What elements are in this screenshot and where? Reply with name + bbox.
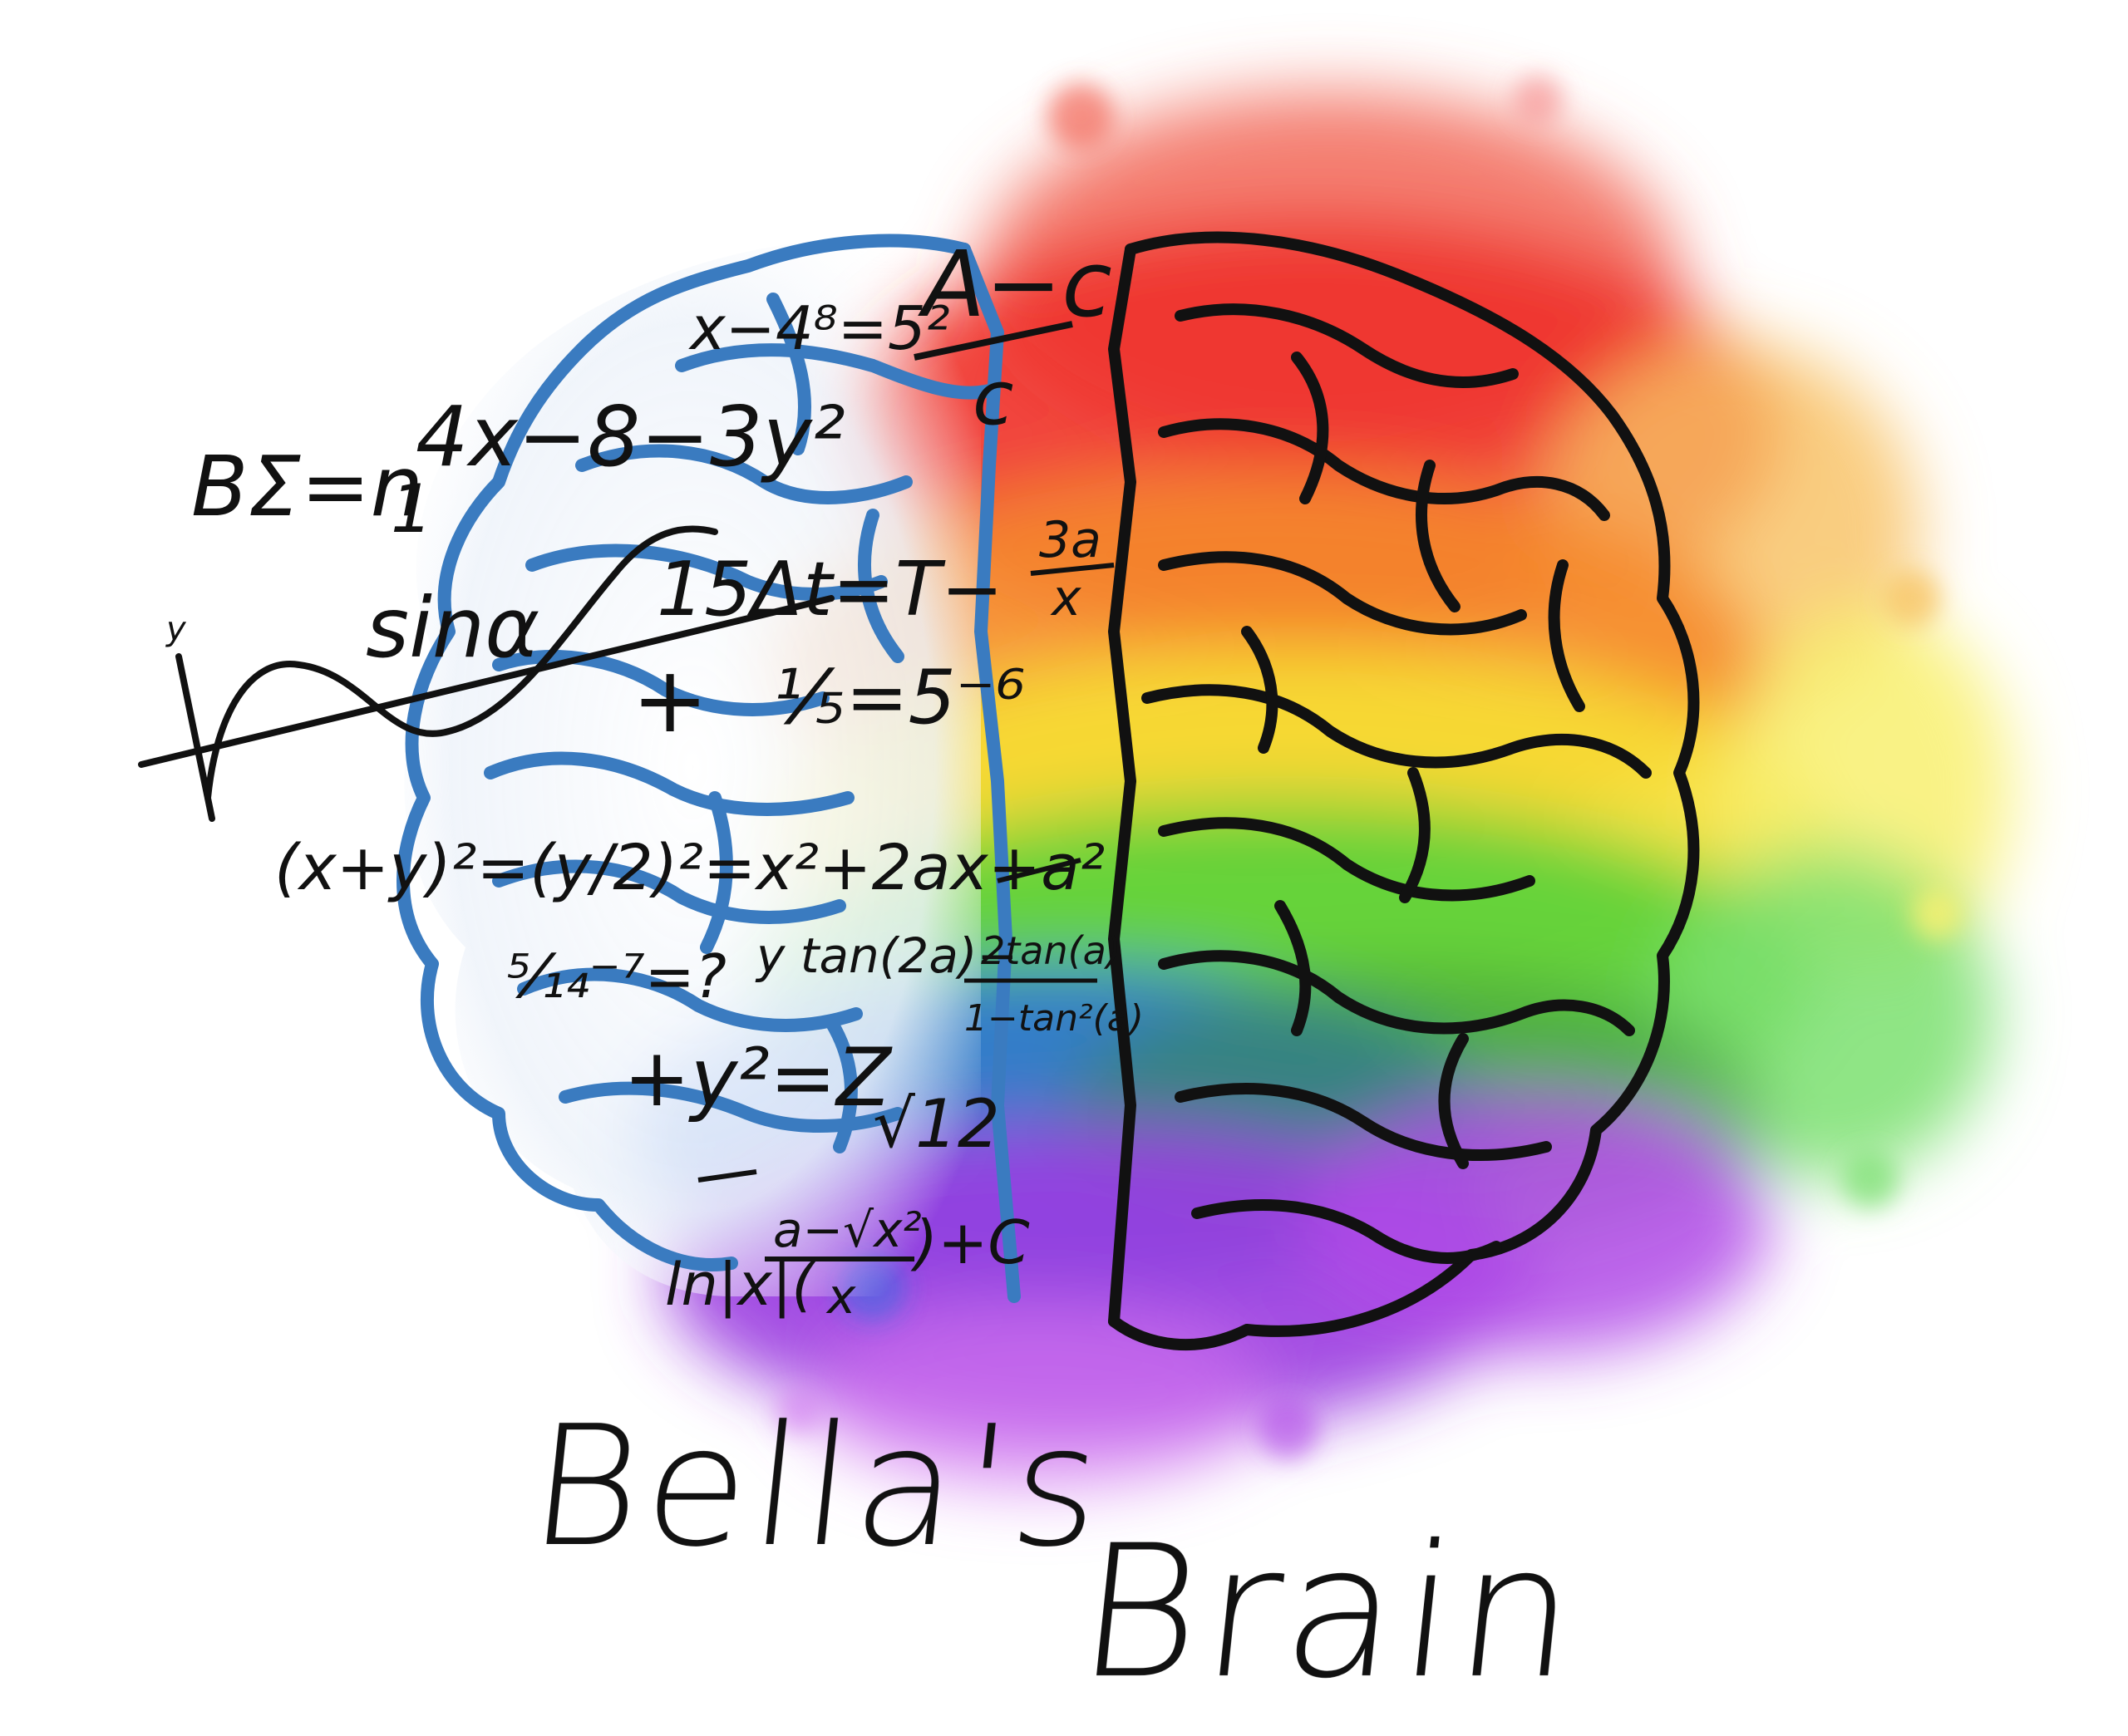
equation-18: ⁵⁄₁₄⁻⁷=? xyxy=(507,942,727,1011)
equation-8: y xyxy=(165,610,187,648)
equation-11: x xyxy=(1050,569,1081,627)
left-hemisphere-outline xyxy=(397,234,1021,1303)
equation-13: ¹⁄₅=5⁻⁶ xyxy=(773,654,1025,741)
equation-24: )+C xyxy=(910,1207,1030,1277)
equation-21: ln|x|( xyxy=(665,1251,816,1319)
title-brain: Brain xyxy=(1069,1506,1591,1719)
equation-20: √12 xyxy=(873,1085,1000,1163)
equation-1: x−4⁸=5² xyxy=(688,293,950,363)
equation-3: c xyxy=(973,355,1013,442)
title-bellas: Bella's xyxy=(521,1390,1116,1584)
sine-graph-doodle xyxy=(138,525,835,822)
equation-22: a−√x² xyxy=(773,1202,922,1258)
equation-7: sinα xyxy=(366,579,539,676)
math-equations: x−4⁸=5² A−c c BΣ=n 4x−8−3y² 1 sinα y 15Δ… xyxy=(165,231,1144,1325)
equation-12: + xyxy=(632,647,708,753)
equation-14: (x+y)²=(y/2)²=x²+2ax+a² xyxy=(274,830,1105,904)
equation-6: 1 xyxy=(391,470,433,548)
equation-4: BΣ=n xyxy=(191,438,423,535)
equation-16: 2tan(a) xyxy=(981,928,1121,973)
equation-9: 15Δt=T− xyxy=(657,546,1003,633)
equation-2: A−c xyxy=(918,231,1112,337)
equation-19: +y²=Z xyxy=(623,1031,893,1124)
equation-10: 3a xyxy=(1039,511,1101,569)
equation-23: x xyxy=(825,1268,856,1325)
equation-17: 1−tan²(a) xyxy=(964,997,1144,1040)
equation-15: y tan(2a)− xyxy=(755,927,1017,984)
equation-5: 4x−8−3y² xyxy=(416,388,845,485)
right-hemisphere-outline xyxy=(1108,231,1700,1351)
